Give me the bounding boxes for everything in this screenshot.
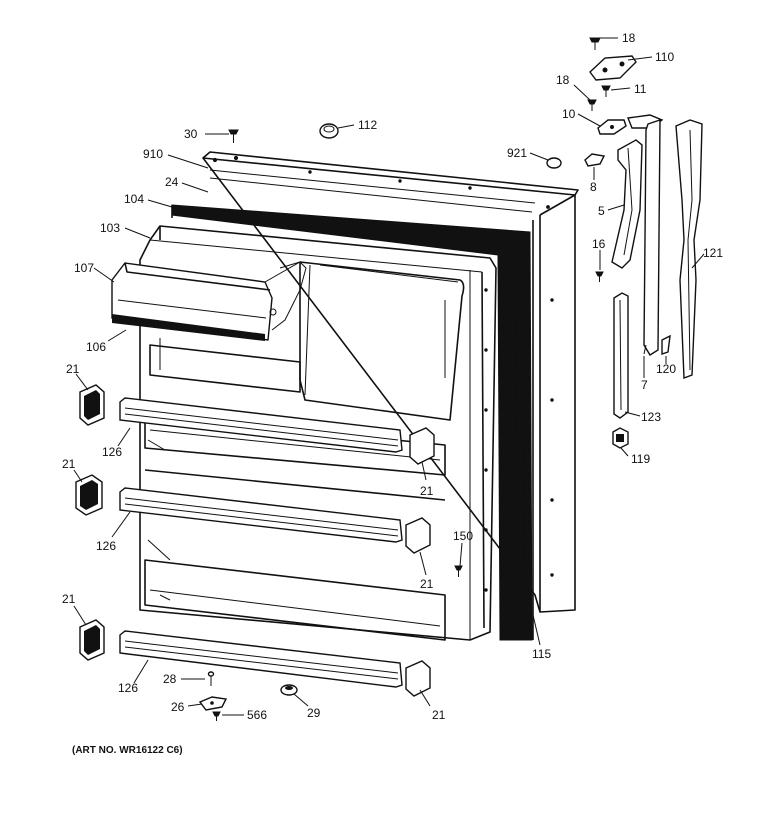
callout-921: 921 <box>507 146 527 160</box>
callout-123: 123 <box>641 410 661 424</box>
bumper-29 <box>280 684 298 696</box>
callout-120: 120 <box>656 362 676 376</box>
rail-end-cap-left-3 <box>79 619 105 661</box>
callout-126-b: 126 <box>96 539 116 553</box>
callout-24: 24 <box>165 175 179 189</box>
screw-16 <box>595 271 604 282</box>
plug-921 <box>546 157 562 169</box>
door-outer-panel <box>202 151 579 640</box>
screw-11 <box>601 85 611 97</box>
callout-112: 112 <box>358 118 377 132</box>
callout-30: 30 <box>184 127 198 141</box>
callout-104: 104 <box>124 192 144 206</box>
hinge-pin-7 <box>643 344 647 355</box>
callout-labels: 18 110 18 11 30 112 10 910 921 24 8 104 … <box>62 31 723 722</box>
callout-26: 26 <box>171 700 185 714</box>
callout-28: 28 <box>163 672 177 686</box>
callout-21-d: 21 <box>420 577 434 591</box>
screw-120 <box>661 334 671 355</box>
bracket-8 <box>584 153 606 167</box>
screw-18-top <box>589 37 601 50</box>
screw-30 <box>228 129 239 143</box>
trim-strip-123 <box>613 292 629 419</box>
plug-112 <box>319 123 339 139</box>
callout-5: 5 <box>598 204 605 218</box>
callout-115: 115 <box>532 647 551 661</box>
pin-28 <box>207 671 215 686</box>
callout-11: 11 <box>634 82 647 96</box>
door-gasket <box>171 204 533 641</box>
bushing-119 <box>612 427 629 449</box>
rail-end-cap-right-1 <box>409 427 435 465</box>
callout-103: 103 <box>100 221 120 235</box>
callout-119: 119 <box>631 452 650 466</box>
callout-21-a: 21 <box>66 362 80 376</box>
leader-lines <box>73 37 705 716</box>
callout-110: 110 <box>655 50 674 64</box>
callout-21-e: 21 <box>62 592 76 606</box>
hinge-arm-5 <box>611 114 664 356</box>
door-shelf-rail-1 <box>119 397 403 453</box>
callout-10: 10 <box>562 107 576 121</box>
callout-21-f: 21 <box>432 708 446 722</box>
screw-150 <box>454 565 463 577</box>
rail-end-cap-right-3 <box>405 660 431 697</box>
door-handle-121 <box>675 119 703 379</box>
callout-8: 8 <box>590 180 597 194</box>
callout-21-c: 21 <box>420 484 434 498</box>
hinge-cover-110 <box>589 55 637 81</box>
screw-566 <box>212 711 221 721</box>
callout-18-top: 18 <box>622 31 636 45</box>
callout-107: 107 <box>74 261 94 275</box>
callout-106: 106 <box>86 340 106 354</box>
callout-7: 7 <box>641 378 648 392</box>
dairy-compartment-door <box>111 261 307 341</box>
rail-end-cap-right-2 <box>405 517 431 554</box>
callout-121: 121 <box>703 246 723 260</box>
door-shelf-rail-3 <box>119 630 403 688</box>
rail-end-cap-left-1 <box>79 384 105 426</box>
screw-18-mid <box>587 99 597 111</box>
callout-21-b: 21 <box>62 457 76 471</box>
art-number-caption: (ART NO. WR16122 C6) <box>72 745 183 756</box>
callout-126-a: 126 <box>102 445 122 459</box>
callout-566: 566 <box>247 708 267 722</box>
callout-126-c: 126 <box>118 681 138 695</box>
plate-26 <box>198 696 228 711</box>
callout-18-mid: 18 <box>556 73 570 87</box>
hinge-plate-10 <box>597 119 627 135</box>
door-liner <box>139 225 497 641</box>
callout-16: 16 <box>592 237 606 251</box>
callout-29: 29 <box>307 706 321 720</box>
callout-150: 150 <box>453 529 473 543</box>
callout-910: 910 <box>143 147 163 161</box>
rail-end-cap-left-2 <box>75 474 103 516</box>
door-shelf-rail-2 <box>119 487 403 543</box>
